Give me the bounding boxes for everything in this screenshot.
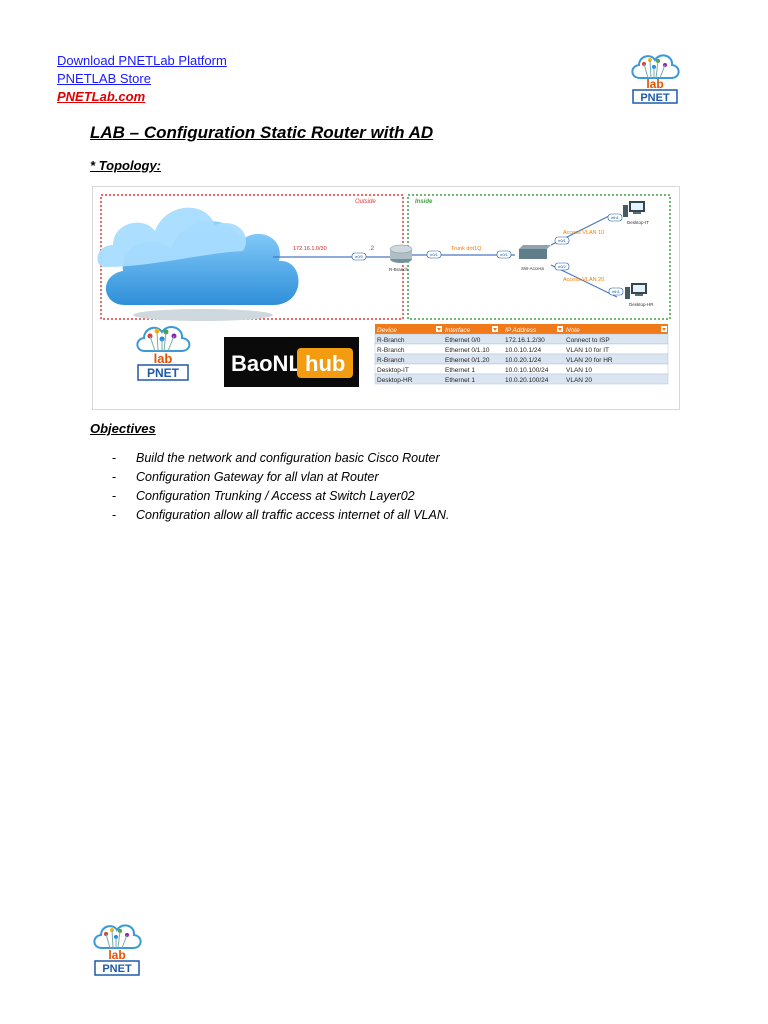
baonl-text: BaoNL — [231, 351, 302, 376]
logo-brand-text: PNET — [640, 92, 670, 104]
table-cell: VLAN 20 — [566, 377, 592, 384]
table-cell: Desktop-IT — [377, 367, 409, 374]
objectives-list: -Build the network and configuration bas… — [112, 449, 449, 525]
pnetlab-site-link[interactable]: PNETLab.com — [57, 89, 146, 104]
table-cell: 10.0.10.100/24 — [505, 367, 549, 374]
wan-host-label: .2 — [369, 246, 375, 252]
desktop-hr-icon — [625, 283, 647, 299]
table-cell: VLAN 10 — [566, 367, 592, 374]
table-header-ip: IP Address — [505, 327, 537, 334]
figure-logo-lab-text: lab — [154, 351, 173, 366]
table-cell: Ethernet 0/1.20 — [445, 357, 490, 364]
list-item: -Build the network and configuration bas… — [112, 451, 440, 465]
objective-text: Configuration allow all traffic access i… — [136, 508, 450, 522]
access-vlan20-label: Access VLAN 20 — [563, 277, 604, 283]
address-table: R-Branch Ethernet 0/0 172.16.1.2/30 Connect… — [374, 324, 669, 385]
table-cell: R-Branch — [377, 357, 405, 364]
baonl-hub-logo: BaoNL hub — [224, 337, 359, 387]
table-cell: 10.0.10.1/24 — [505, 347, 542, 354]
router-name: R-Branch — [389, 267, 409, 272]
table-cell: 10.0.20.1/24 — [505, 357, 542, 364]
table-row — [374, 373, 669, 385]
outside-zone-label: Outside — [355, 199, 376, 205]
router-icon — [389, 244, 413, 263]
table-cell: Ethernet 1 — [445, 377, 475, 384]
inside-zone-label: Inside — [415, 199, 433, 205]
desktop-it-label: Desktop-IT — [627, 220, 649, 225]
list-item: -Configuration Gateway for all vlan at R… — [112, 470, 379, 484]
pnetlab-store-link[interactable]: PNETLAB Store — [57, 71, 151, 86]
table-cell: R-Branch — [377, 337, 405, 344]
port-pc-hr: eth1 — [612, 289, 621, 294]
objectives-heading: Objectives — [90, 421, 156, 436]
footer-logo-lab-text: lab — [108, 948, 125, 962]
logo-lab-text: lab — [646, 77, 663, 91]
table-cell: Ethernet 1 — [445, 367, 475, 374]
footer-logo-brand-text: PNET — [102, 963, 132, 975]
port-router-wan: e0/0 — [355, 254, 364, 259]
port-switch-it: e0/1 — [558, 238, 567, 243]
list-item: -Configuration allow all traffic access … — [112, 508, 450, 522]
access-vlan10-label: Access VLAN 10 — [563, 230, 604, 236]
table-cell: Ethernet 0/1.10 — [445, 347, 490, 354]
table-cell: Ethernet 0/0 — [445, 337, 481, 344]
figure-logo-brand-text: PNET — [147, 366, 180, 380]
table-cell: VLAN 20 for HR — [566, 357, 613, 364]
pnet-logo-footer: lab PNET — [93, 924, 142, 976]
topology-figure: Outside Inside 172.16.1.0/30 .2 Trunk do… — [92, 186, 680, 410]
table-header-note: Note — [566, 327, 580, 334]
port-switch-hr: e0/2 — [558, 264, 567, 269]
objective-text: Configuration Gateway for all vlan at Ro… — [136, 470, 379, 484]
wan-link-label: 172.16.1.0/30 — [293, 246, 327, 252]
topology-heading: * Topology: — [90, 158, 162, 173]
port-router-lan: e0/1 — [430, 252, 439, 257]
list-item: -Configuration Trunking / Access at Swit… — [112, 489, 415, 503]
table-header-interface: Interface — [445, 327, 471, 334]
port-pc-it: eth1 — [611, 215, 620, 220]
table-header-device: Device — [377, 327, 397, 334]
objective-text: Build the network and configuration basi… — [136, 451, 440, 465]
internet-cloud — [97, 207, 299, 321]
table-cell: Desktop-HR — [377, 377, 413, 384]
pnet-logo-figure: lab PNET — [136, 326, 191, 381]
switch-name: SW-Access — [521, 266, 545, 271]
table-cell: 10.0.20.100/24 — [505, 377, 549, 384]
trunk-label: Trunk dot1Q — [451, 246, 482, 252]
desktop-it-icon — [623, 201, 645, 217]
table-cell: R-Branch — [377, 347, 405, 354]
header-links: Download PNETLab Platform PNETLAB Store … — [57, 52, 227, 106]
desktop-hr-label: Desktop-HR — [629, 302, 654, 307]
objective-text: Configuration Trunking / Access at Switc… — [136, 489, 415, 503]
page-title: LAB – Configuration Static Router with A… — [90, 123, 434, 142]
table-cell: 172.16.1.2/30 — [505, 337, 545, 344]
pnet-logo-top: lab PNET — [631, 54, 680, 104]
port-switch-up: e0/1 — [500, 252, 509, 257]
download-pnetlab-link[interactable]: Download PNETLab Platform — [57, 53, 227, 68]
table-cell: VLAN 10 for IT — [566, 347, 609, 354]
switch-icon — [519, 245, 551, 259]
table-cell: Connect to ISP — [566, 337, 610, 344]
hub-text: hub — [305, 351, 345, 376]
